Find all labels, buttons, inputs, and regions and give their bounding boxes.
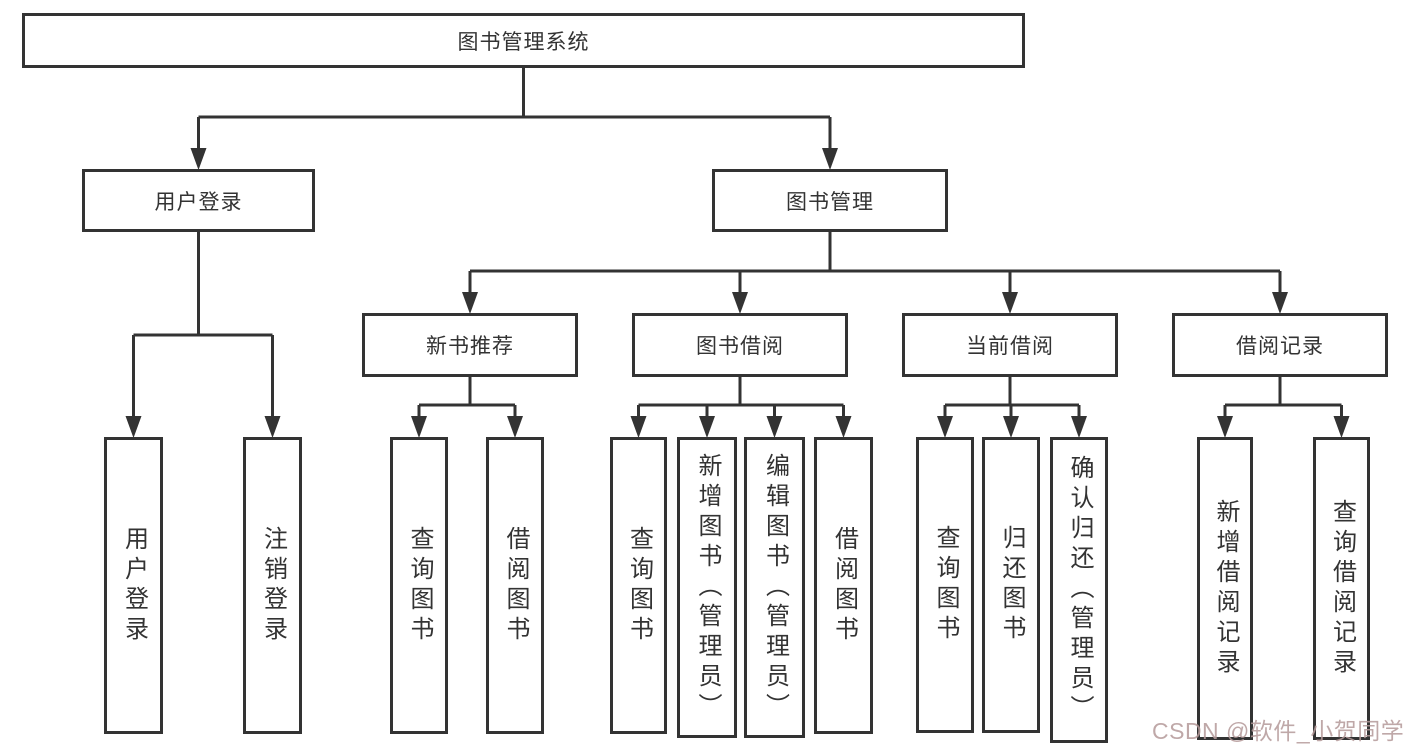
node-bb-query: 查询图书 — [610, 437, 667, 734]
node-leaf-user-login: 用户登录 — [104, 437, 163, 734]
node-label: 图书管理 — [786, 190, 874, 214]
node-book-borrow: 图书借阅 — [632, 313, 848, 377]
node-label: 当前借阅 — [966, 335, 1054, 358]
arrowhead-icon — [835, 416, 852, 438]
node-leaf-logout: 注销登录 — [243, 437, 302, 734]
arrowhead-icon — [1003, 416, 1019, 438]
node-nbr-query: 查询图书 — [390, 437, 448, 734]
node-user-login: 用户登录 — [82, 169, 315, 232]
node-label: 注销登录 — [259, 525, 287, 646]
arrowhead-icon — [1071, 416, 1087, 438]
node-label: 查询图书 — [932, 525, 959, 645]
node-cb-return: 归还图书 — [982, 437, 1040, 733]
arrowhead-icon — [937, 416, 953, 438]
arrowhead-icon — [1217, 416, 1233, 438]
node-label: 借阅记录 — [1236, 335, 1324, 358]
arrowhead-icon — [732, 292, 748, 314]
node-cb-confirm: 确认归还（管理员） — [1050, 437, 1108, 743]
node-label: 查询图书 — [625, 525, 653, 646]
arrowhead-icon — [1272, 292, 1288, 314]
arrowhead-icon — [1002, 292, 1018, 314]
node-bb-borrow: 借阅图书 — [814, 437, 873, 734]
arrowhead-icon — [766, 416, 783, 438]
arrowhead-icon — [125, 416, 142, 438]
arrowhead-icon — [264, 416, 281, 438]
node-new-book-rec: 新书推荐 — [362, 313, 578, 377]
node-label: 编辑图书（管理员） — [761, 452, 789, 723]
node-label: 借阅图书 — [502, 525, 529, 646]
node-label: 用户登录 — [154, 190, 243, 214]
node-label: 新增借阅记录 — [1212, 498, 1239, 679]
node-current-borrow: 当前借阅 — [902, 313, 1118, 377]
node-label: 用户登录 — [120, 525, 148, 646]
node-label: 图书管理系统 — [457, 30, 590, 54]
arrowhead-icon — [822, 148, 838, 170]
node-label: 确认归还（管理员） — [1066, 455, 1093, 725]
arrowhead-icon — [1333, 416, 1350, 438]
node-cb-query: 查询图书 — [916, 437, 974, 733]
node-borrow-records: 借阅记录 — [1172, 313, 1388, 377]
node-label: 图书借阅 — [696, 335, 784, 358]
arrowhead-icon — [462, 292, 478, 314]
watermark: CSDN @软件_小贺同学 — [1152, 718, 1405, 744]
node-root: 图书管理系统 — [22, 13, 1025, 68]
node-br-query: 查询借阅记录 — [1313, 437, 1370, 740]
node-label: 查询借阅记录 — [1328, 498, 1356, 679]
node-label: 借阅图书 — [830, 525, 858, 646]
node-label: 查询图书 — [406, 525, 433, 646]
node-label: 新书推荐 — [426, 335, 514, 358]
node-book-mgmt: 图书管理 — [712, 169, 948, 232]
arrowhead-icon — [507, 416, 523, 438]
node-label: 归还图书 — [998, 525, 1025, 645]
node-label: 新增图书（管理员） — [694, 452, 721, 723]
arrowhead-icon — [190, 148, 207, 170]
arrowhead-icon — [699, 416, 715, 438]
node-nbr-borrow: 借阅图书 — [486, 437, 544, 734]
arrowhead-icon — [411, 416, 427, 438]
arrowhead-icon — [630, 416, 647, 438]
node-bb-edit: 编辑图书（管理员） — [744, 437, 805, 738]
node-bb-add: 新增图书（管理员） — [677, 437, 737, 738]
node-br-add: 新增借阅记录 — [1197, 437, 1253, 740]
